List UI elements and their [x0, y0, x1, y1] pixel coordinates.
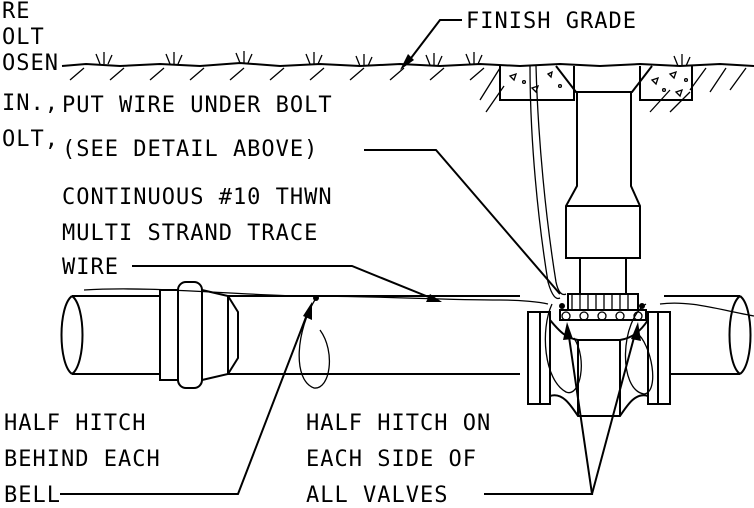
right-flange	[657, 311, 671, 405]
cropped-text-2: OLT	[2, 25, 45, 50]
bonnet-bolts	[571, 294, 629, 310]
cropped-text-4: IN.,	[2, 91, 59, 116]
half-hitch-bell-arrowhead	[303, 302, 312, 320]
label-put-wire: PUT WIRE UNDER BOLT (SEE DETAIL ABOVE)	[62, 93, 561, 295]
cropped-text-1: RE	[2, 0, 31, 24]
left-flange	[527, 311, 541, 405]
half-hitch-valves-text-2: EACH SIDE OF	[306, 447, 477, 472]
finish-grade-leader	[407, 19, 462, 63]
left-flange-inner	[539, 311, 551, 405]
put-wire-leader	[364, 149, 561, 295]
valve-box	[499, 65, 693, 294]
finish-grade-arrowhead	[400, 54, 414, 70]
put-wire-text-2: (SEE DETAIL ABOVE)	[62, 137, 318, 162]
trace-wire-text-1: CONTINUOUS #10 THWN	[62, 185, 333, 210]
label-trace-wire: CONTINUOUS #10 THWN MULTI STRAND TRACE W…	[62, 185, 442, 302]
half-hitch-valves-text-1: HALF HITCH ON	[306, 411, 491, 436]
cropped-text-3: OSEN	[2, 51, 59, 76]
gate-valve	[527, 293, 671, 417]
label-half-hitch-valves: HALF HITCH ON EACH SIDE OF ALL VALVES	[306, 322, 641, 508]
cropped-text-5: OLT,	[2, 127, 59, 152]
flange-bolts	[561, 311, 643, 321]
trace-wire-leader	[132, 265, 437, 301]
put-wire-text-1: PUT WIRE UNDER BOLT	[62, 93, 333, 118]
grass-tufts	[95, 51, 691, 67]
trace-wire-text-3: WIRE	[62, 255, 119, 280]
half-hitch-bell-text-3: BELL	[4, 483, 61, 508]
trace-wire-arrowhead	[426, 294, 442, 302]
half-hitch-bell-text-1: HALF HITCH	[4, 411, 146, 436]
half-hitch-valves-text-3: ALL VALVES	[306, 483, 448, 508]
trace-wire-riser	[529, 65, 567, 300]
trace-wire	[83, 288, 754, 395]
half-hitch-valves-arrowhead-left	[563, 322, 573, 340]
label-half-hitch-bell: HALF HITCH BEHIND EACH BELL	[4, 302, 312, 508]
half-hitch-bell-leader	[60, 311, 309, 495]
trace-wire-text-2: MULTI STRAND TRACE	[62, 221, 318, 246]
half-hitch-valves-arrowhead-right	[631, 322, 641, 341]
cropped-left-text: RE OLT OSEN IN., OLT,	[2, 0, 59, 152]
ground-surface	[61, 51, 754, 113]
label-finish-grade: FINISH GRADE	[400, 9, 637, 70]
half-hitch-valves-leader-right	[591, 329, 637, 495]
finish-grade-text: FINISH GRADE	[466, 9, 637, 34]
half-hitch-bell-text-2: BEHIND EACH	[4, 447, 161, 472]
